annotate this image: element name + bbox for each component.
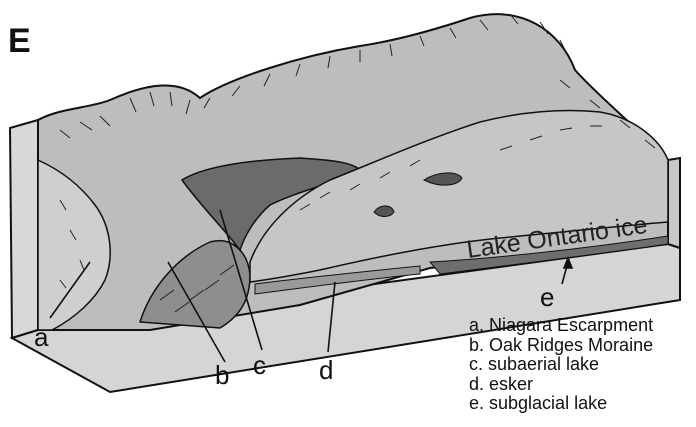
callout-a: a	[34, 322, 48, 353]
legend-item-a: a. Niagara Escarpment	[469, 316, 653, 336]
legend-item-e: e. subglacial lake	[469, 394, 653, 414]
block-front-face	[10, 120, 38, 338]
block-right-face	[668, 158, 680, 248]
panel-letter: E	[8, 22, 31, 61]
callout-c: c	[253, 350, 266, 381]
callout-b: b	[215, 360, 229, 391]
legend-item-c: c. subaerial lake	[469, 355, 653, 375]
legend-item-b: b. Oak Ridges Moraine	[469, 336, 653, 356]
callout-d: d	[319, 355, 333, 386]
callout-e: e	[540, 282, 554, 313]
legend-item-d: d. esker	[469, 375, 653, 395]
legend: a. Niagara Escarpment b. Oak Ridges Mora…	[469, 316, 653, 414]
